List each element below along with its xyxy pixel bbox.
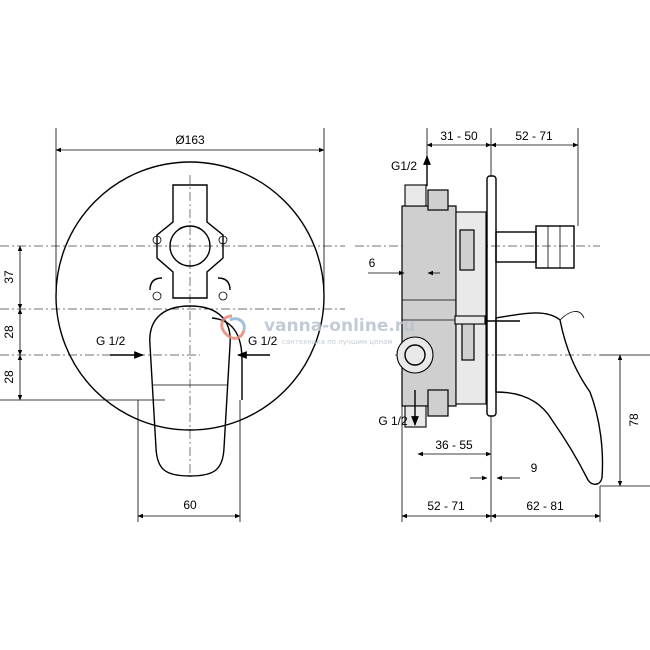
lever-handle-side (495, 311, 604, 485)
watermark: vanna-online.ru сантехника по лучшим цен… (220, 314, 415, 346)
dim-28-top-label: 28 (2, 325, 16, 339)
dim-9-label: 9 (531, 461, 538, 475)
dim-52-71-bottom-label: 52 - 71 (427, 499, 465, 513)
cover-plate-side (486, 175, 497, 417)
watermark-site: vanna-online.ru (264, 316, 415, 336)
width-60-label: 60 (183, 498, 197, 512)
lever-handle-front (149, 305, 243, 477)
diverter-knob (495, 225, 575, 269)
dim-6-label: 6 (369, 256, 376, 270)
watermark-logo-icon (220, 314, 246, 340)
dim-52-71-top-label: 52 - 71 (515, 129, 553, 143)
outlet-top-label: G1/2 (391, 159, 417, 173)
dim-37-label: 37 (2, 270, 16, 284)
outlet-bottom-label: G 1/2 (378, 414, 408, 428)
dim-62-81-label: 62 - 81 (526, 499, 564, 513)
dim-28-bottom-label: 28 (2, 370, 16, 384)
inlet-left-label: G 1/2 (96, 334, 126, 348)
front-view (0, 128, 345, 522)
outlet-port (396, 336, 434, 374)
inlet-right-label: G 1/2 (248, 334, 278, 348)
side-view (355, 128, 650, 522)
watermark-tagline: сантехника по лучшим ценам (282, 338, 393, 346)
dim-78-label: 78 (627, 413, 641, 427)
mounting-body-outline (149, 184, 231, 301)
dim-36-55-label: 36 - 55 (435, 438, 473, 452)
mounting-box-body (401, 205, 457, 407)
diameter-label: Ø163 (175, 133, 205, 147)
dim-31-50-label: 31 - 50 (440, 129, 478, 143)
